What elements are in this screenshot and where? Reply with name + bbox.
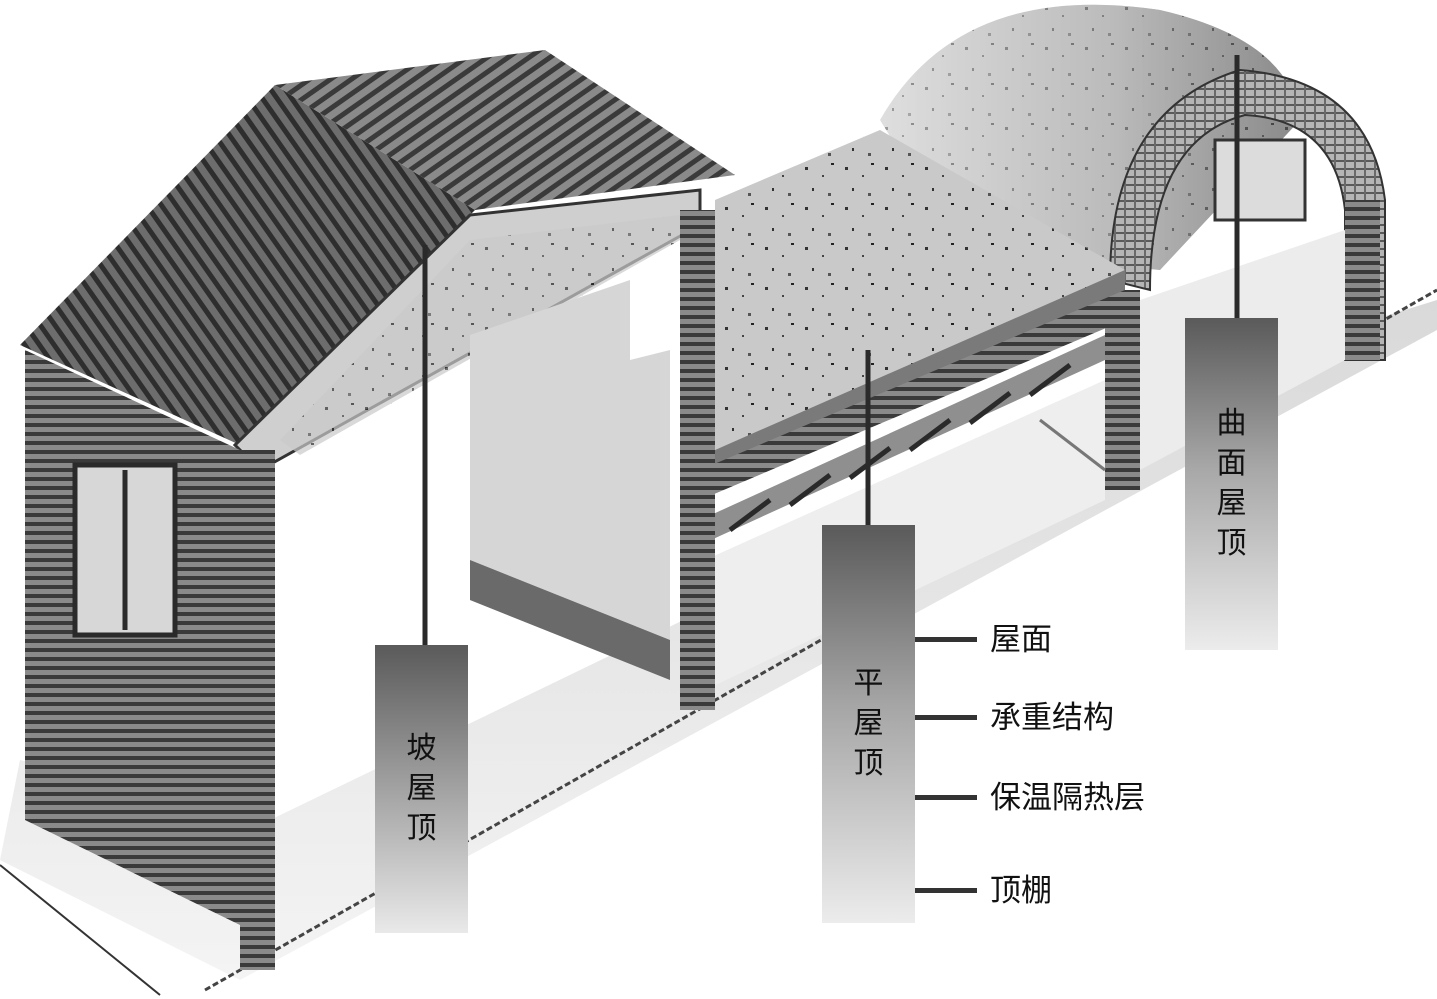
layer-tick-load-bearing: [915, 715, 977, 720]
layer-tick-ceiling: [915, 888, 977, 893]
curved-roof-label: 曲 面 屋 顶: [1185, 318, 1278, 650]
slope-roof-char-3: 顶: [406, 811, 437, 846]
layer-insulation: 保温隔热层: [990, 780, 1145, 816]
flat-roof-char-3: 顶: [853, 746, 884, 781]
layer-tick-roof-surface: [915, 637, 977, 642]
layer-tick-insulation: [915, 795, 977, 800]
slope-roof-char-1: 坡: [406, 731, 437, 766]
flat-roof-label: 平 屋 顶: [822, 525, 915, 923]
curved-roof-char-4: 顶: [1216, 526, 1247, 561]
slope-roof-building: [20, 50, 735, 970]
slope-roof-label: 坡 屋 顶: [375, 645, 468, 933]
curved-roof-char-2: 面: [1216, 446, 1247, 481]
layer-roof-surface: 屋面: [990, 622, 1052, 658]
layer-load-bearing-structure: 承重结构: [990, 700, 1114, 736]
layer-ceiling: 顶棚: [990, 873, 1052, 909]
flat-roof-char-1: 平: [853, 666, 884, 701]
curved-roof-char-1: 曲: [1216, 406, 1247, 441]
curved-roof-char-3: 屋: [1216, 486, 1247, 521]
slope-roof-char-2: 屋: [406, 771, 437, 806]
flat-roof-char-2: 屋: [853, 706, 884, 741]
leader-lines: [422, 55, 1240, 645]
